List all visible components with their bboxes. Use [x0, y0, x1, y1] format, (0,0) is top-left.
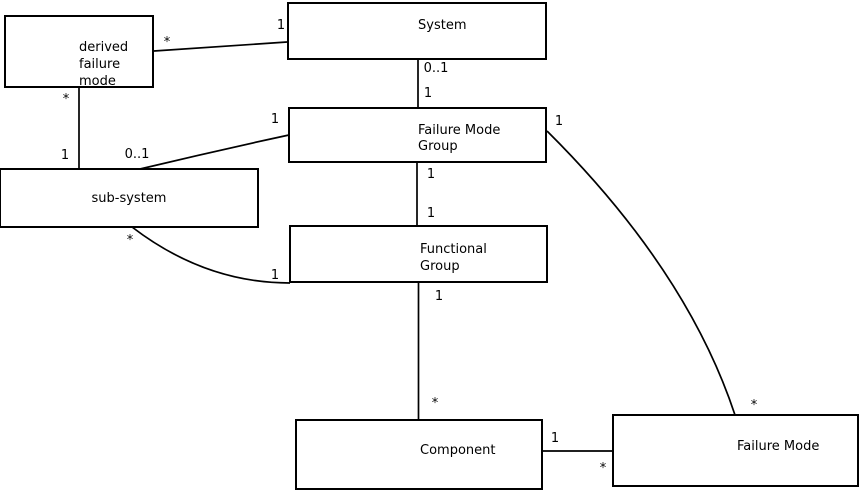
node-label-line: Component: [420, 443, 496, 458]
multiplicity-label: *: [431, 396, 439, 411]
multiplicity-label: 1: [434, 289, 444, 304]
node-label-line: Failure Mode: [418, 123, 501, 138]
edge-failure-mode-group-to-failure-mode: [546, 130, 736, 416]
edge-sub-system-to-functional-group: [131, 226, 291, 284]
multiplicity-label: 1: [550, 431, 560, 446]
node-label-line: derived: [79, 40, 129, 55]
node-label-line: Functional: [420, 242, 487, 257]
node-component[interactable]: Component: [295, 419, 543, 490]
node-label: sub-system: [1, 190, 257, 207]
multiplicity-label: 1: [423, 86, 433, 101]
edge-sub-system-to-failure-mode-group: [139, 134, 290, 170]
multiplicity-label: 0..1: [423, 61, 449, 76]
node-label: Failure Mode: [737, 438, 819, 455]
node-label: derived failure mode: [79, 39, 128, 90]
multiplicity-label: 1: [426, 206, 436, 221]
node-label: System: [418, 17, 466, 34]
multiplicity-label: *: [126, 233, 134, 248]
node-label-line: failure: [79, 57, 121, 72]
node-label-line: System: [418, 18, 467, 33]
node-label-line: Group: [418, 139, 458, 154]
node-system[interactable]: System: [287, 2, 547, 60]
multiplicity-label: *: [599, 461, 607, 476]
node-label-line: sub-system: [91, 191, 167, 206]
multiplicity-label: 1: [60, 148, 70, 163]
node-sub-system[interactable]: sub-system: [0, 168, 259, 228]
node-label-line: Failure Mode: [737, 439, 820, 454]
node-label-line: mode: [79, 74, 116, 89]
multiplicity-label: 0..1: [124, 147, 150, 162]
node-functional-group[interactable]: Functional Group: [289, 225, 548, 283]
node-label: Component: [420, 442, 495, 459]
multiplicity-label: 1: [276, 18, 286, 33]
node-failure-mode[interactable]: Failure Mode: [612, 414, 859, 487]
node-label-line: Group: [420, 259, 460, 274]
edge-derived-failure-mode-to-system: [153, 41, 288, 52]
multiplicity-label: *: [62, 92, 70, 107]
node-label: Functional Group: [420, 241, 487, 275]
multiplicity-label: 1: [270, 268, 280, 283]
node-label: Failure Mode Group: [418, 123, 500, 155]
multiplicity-label: 1: [270, 112, 280, 127]
node-failure-mode-group[interactable]: Failure Mode Group: [288, 107, 547, 163]
multiplicity-label: *: [750, 398, 758, 413]
multiplicity-label: *: [163, 35, 171, 50]
multiplicity-label: 1: [426, 167, 436, 182]
multiplicity-label: 1: [554, 114, 564, 129]
node-derived-failure-mode[interactable]: derived failure mode: [4, 15, 154, 90]
